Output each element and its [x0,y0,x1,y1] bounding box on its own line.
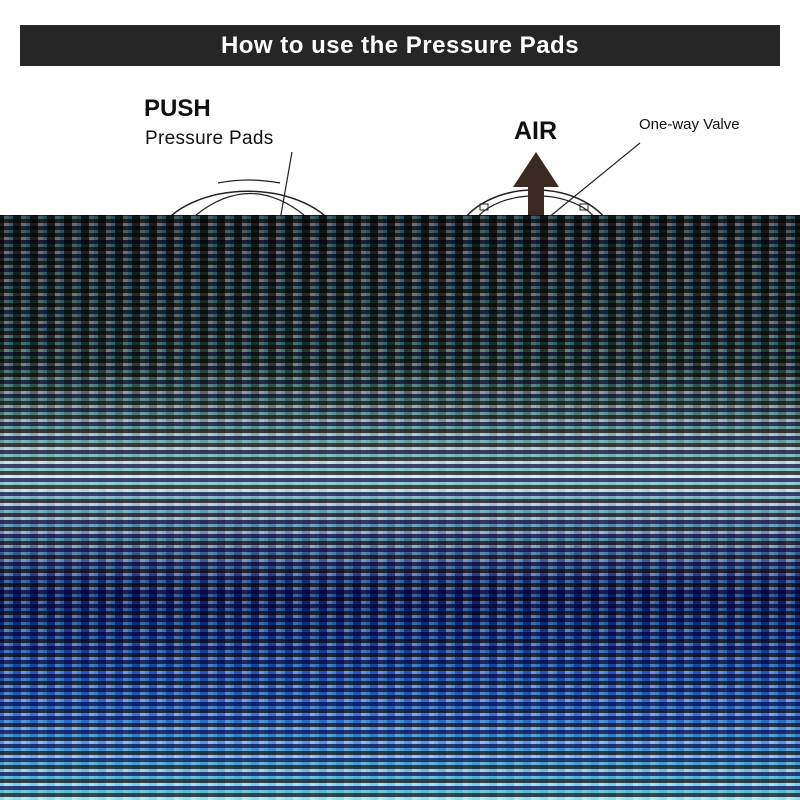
pressure-pad-inner [195,192,305,216]
valve-tab-right [579,203,589,211]
title-bar: How to use the Pressure Pads [20,25,780,66]
pressure-pad-rim [217,179,281,184]
one-way-valve-leader-line [547,142,641,219]
pressure-pads-label: Pressure Pads [145,128,274,149]
valve-tab-left [479,203,489,211]
pressure-pads-leader-line [278,151,293,227]
pressure-pad-outline [157,190,339,233]
page-title: How to use the Pressure Pads [220,31,580,59]
one-way-valve-label: One-way Valve [639,116,740,133]
corrupted-image-region [0,215,800,800]
push-label: PUSH [144,95,211,122]
air-arrow-icon [513,152,559,216]
air-label: AIR [514,117,558,145]
